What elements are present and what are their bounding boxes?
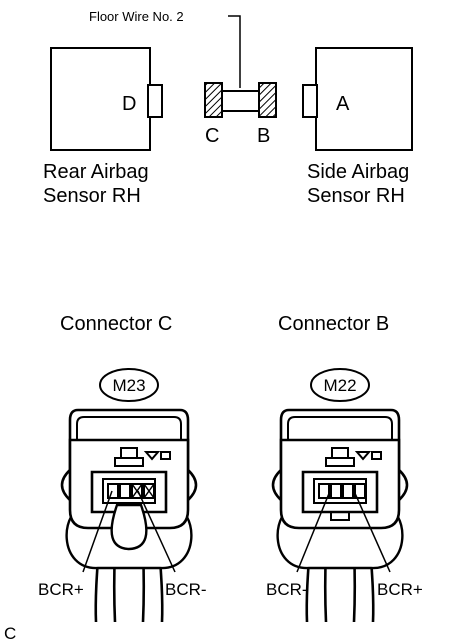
floor-wire-leader — [228, 15, 241, 88]
rear-sensor-terminal-d — [147, 84, 163, 118]
connector-b-hood-inner — [287, 416, 296, 445]
connector-c-diagram: Connector C M23 — [38, 313, 207, 623]
connector-c-mark — [160, 451, 171, 460]
connector-b-latch-right — [398, 469, 409, 501]
floor-wire-body — [221, 90, 260, 112]
connector-c-title: Connector C — [60, 313, 172, 335]
connector-c-pin-left-label: BCR+ — [38, 580, 84, 599]
connector-b-pin-right-label: BCR+ — [377, 580, 423, 599]
connector-b-latch-left — [271, 469, 282, 501]
connector-b-leader-right — [353, 490, 391, 573]
connector-b-key — [330, 511, 350, 521]
connector-c-hood — [78, 408, 190, 470]
connector-c-lock-tab — [114, 457, 144, 467]
wire-end-b-label: B — [257, 125, 270, 147]
connector-c-cavity — [90, 470, 168, 514]
connector-c-latch-left — [60, 469, 71, 501]
connector-b-code: M22 — [323, 376, 356, 395]
connector-c-hood — [68, 408, 79, 470]
connector-b-pin-left-label: BCR- — [266, 580, 308, 599]
connector-b-mark-triangle — [354, 451, 372, 461]
floor-wire-label: Floor Wire No. 2 — [89, 9, 184, 24]
connector-b-pin — [330, 483, 342, 499]
connector-c-pin — [107, 483, 119, 499]
connector-b-pin — [318, 483, 330, 499]
connector-b-diagram: Connector B M22 BCR — [266, 313, 423, 623]
connector-c-mark-triangle — [143, 451, 161, 461]
connector-b-hood — [289, 408, 401, 470]
wire-connector-b — [258, 82, 277, 118]
connector-c-pin-x — [131, 483, 155, 499]
connector-c-pin — [119, 483, 131, 499]
connector-b-hood — [279, 408, 290, 470]
connector-b-hood-inner — [295, 416, 393, 445]
rear-sensor-label-line2: Sensor RH — [43, 185, 141, 207]
side-sensor-label-line2: Sensor RH — [307, 185, 405, 207]
connector-c-pin-right-label: BCR- — [165, 580, 207, 599]
connector-c-code: M23 — [112, 376, 145, 395]
terminal-a-label: A — [336, 93, 350, 115]
connector-b-leader-left — [296, 490, 331, 573]
connector-b-mark — [371, 451, 382, 460]
figure-code: C — [4, 624, 16, 643]
rear-airbag-sensor: D Rear Airbag Sensor RH — [43, 47, 163, 207]
side-sensor-terminal-a — [302, 84, 318, 118]
connector-c-short-spring — [110, 503, 148, 551]
wire-connector-c — [204, 82, 223, 118]
connector-c-hood-inner — [76, 416, 85, 445]
connector-b-code-badge — [310, 368, 370, 402]
connector-c-hood-inner — [84, 416, 182, 445]
side-airbag-sensor: A Side Airbag Sensor RH — [302, 47, 413, 207]
side-sensor-label-line1: Side Airbag — [307, 161, 409, 183]
connector-b-cavity — [301, 470, 379, 514]
connector-c-pin — [131, 483, 143, 499]
connector-c-leader-left — [82, 490, 113, 573]
connector-b-pin — [354, 483, 366, 499]
side-sensor-box — [315, 47, 413, 151]
connector-b-lock-tab — [325, 457, 355, 467]
connector-b-pin — [342, 483, 354, 499]
terminal-d-label: D — [122, 93, 136, 115]
connector-c-pin — [143, 483, 155, 499]
connector-c-latch-right — [187, 469, 198, 501]
connector-b-title: Connector B — [278, 313, 389, 335]
floor-wire: C B — [204, 82, 277, 147]
connector-c-leader-right — [137, 490, 176, 573]
wire-end-c-label: C — [205, 125, 219, 147]
connector-c-code-badge — [99, 368, 159, 402]
rear-sensor-label-line1: Rear Airbag — [43, 161, 149, 183]
